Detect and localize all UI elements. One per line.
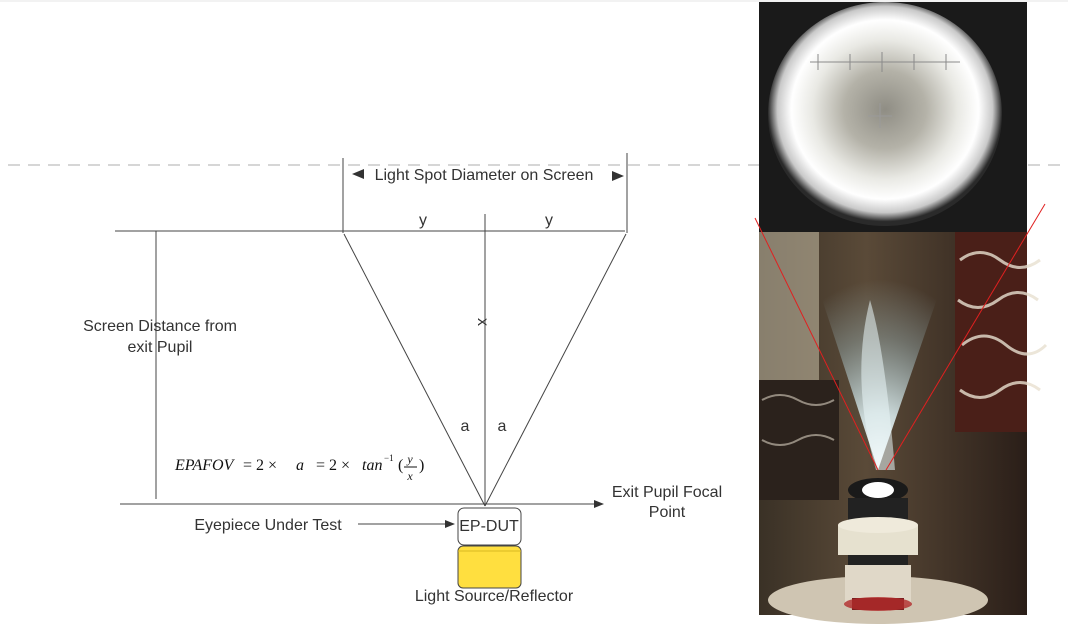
diameter-arrow-right [612,171,624,181]
reticle-scale [810,52,960,128]
light-source-reflector [457,545,522,589]
light-cone-photo [759,232,1048,624]
screen-distance-label-line1: Screen Distance from [83,318,237,335]
diameter-arrow-left [352,169,364,179]
formula-denominator: x [406,469,413,483]
y-right-label: y [545,212,553,229]
formula-eq1: = 2 × [243,457,277,474]
x-label: x [474,318,491,326]
cone-line-left [754,217,879,471]
light-spot-diameter-label: Light Spot Diameter on Screen [375,167,594,184]
ep-dut-box [457,507,522,546]
formula-open-paren: ( [398,457,403,474]
formula-numerator: y [406,452,413,466]
geometry-lines [115,153,628,528]
y-left-label: y [419,212,427,229]
a-right-label: a [498,418,507,435]
exit-pupil-label-line2: Point [649,504,686,521]
a-left-label: a [461,418,470,435]
light-spot-photo [759,2,1027,232]
screen-distance-label-line2: exit Pupil [128,339,193,356]
formula-a: a [296,457,304,474]
light-source-label: Light Source/Reflector [415,588,574,605]
ep-dut-label: EP-DUT [459,518,519,535]
formula-eq2: = 2 × [316,457,350,474]
formula-lhs: EPAFOV [174,457,236,474]
exit-pupil-label-line1: Exit Pupil Focal [612,484,722,501]
cone-line-right [885,203,1046,471]
formula-close-paren: ) [419,457,424,474]
epafov-formula: EPAFOV = 2 × a = 2 × tan −1 ( y x ) [174,452,424,483]
eyepiece-under-test-label: Eyepiece Under Test [194,517,342,534]
formula-exponent: −1 [384,453,394,463]
formula-tan: tan [362,457,382,474]
